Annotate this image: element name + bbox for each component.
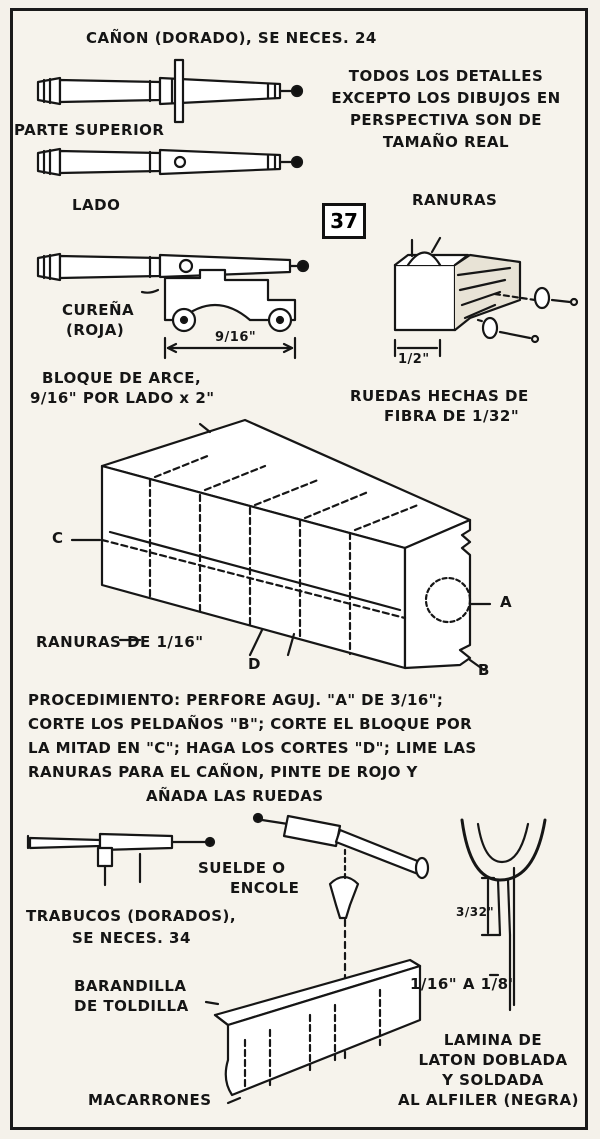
dim-strap: 3/32" [456,905,495,919]
label-railing: BARANDILLA [74,977,187,995]
maple-block [70,418,492,672]
note-line-3: PERSPECTIVA SON DE [349,111,543,129]
label-grooves: RANURAS DE 1/16" [36,633,204,651]
dim-block-width: 1/2" [398,352,430,367]
swivel-gun-exploded [252,812,430,1062]
note-line-2: EXCEPTO LOS DIBUJOS EN [331,89,561,107]
label-maple-size: 9/16" POR LADO x 2" [30,389,215,407]
label-glue: ENCOLE [230,879,300,897]
label-a: A [500,593,513,611]
note-line-4: TAMAÑO REAL [382,133,510,151]
label-b: B [478,661,490,679]
label-side-view: LADO [72,196,121,214]
label-railing-2: DE TOLDILLA [74,997,189,1015]
swivel-gun [26,832,216,887]
procedure-line: PROCEDIMIENTO: PERFORE AGUJ. "A" DE 3/16… [28,691,444,709]
cannon-top-view [36,58,304,124]
brass-strap [460,818,547,1012]
label-brass-2: LATON DOBLADA [418,1051,568,1069]
poop-rail [204,958,422,1105]
label-swivel-guns-count: SE NECES. 34 [72,929,191,947]
label-c: C [52,529,64,547]
label-wheels-material: FIBRA DE 1/32" [384,407,520,425]
carriage-block-detail [393,236,579,358]
cannon-side-view [36,147,304,177]
label-maple-block: BLOQUE DE ARCE, [42,369,202,387]
cannon-on-carriage [36,252,310,360]
dim-carriage-length: 9/16" [215,330,257,345]
procedure-text: PROCEDIMIENTO: PERFORE AGUJ. "A" DE 3/16… [28,688,578,808]
label-carriage-color: (ROJA) [66,321,125,339]
procedure-line: RANURAS PARA EL CAÑON, PINTE DE ROJO Y [28,763,418,781]
dim-pin-length: 1/16" A 1/8" [410,975,517,993]
cannon-title: CAÑON (DORADO), SE NECES. 24 [86,29,377,47]
label-swivel-guns: TRABUCOS (DORADOS), [26,907,237,925]
label-brass-1: LAMINA DE [443,1031,543,1049]
label-brass-3: Y SOLDADA [442,1071,544,1089]
label-solder: SUELDE O [198,859,286,877]
label-brass-4: AL ALFILER (NEGRA) [398,1091,579,1109]
label-carriage: CUREÑA [62,301,135,319]
label-ranuras: RANURAS [412,191,498,209]
procedure-line: LA MITAD EN "C"; HAGA LOS CORTES "D"; LI… [28,739,477,757]
procedure-line: AÑADA LAS RUEDAS [146,787,324,805]
label-top-view: PARTE SUPERIOR [14,121,165,139]
label-stanchions: MACARRONES [88,1091,212,1109]
note-line-1: TODOS LOS DETALLES [348,67,544,85]
procedure-line: CORTE LOS PELDAÑOS "B"; CORTE EL BLOQUE … [28,715,473,733]
label-d: D [248,655,261,673]
figure-number: 37 [322,203,366,239]
label-wheels: RUEDAS HECHAS DE [350,387,529,405]
